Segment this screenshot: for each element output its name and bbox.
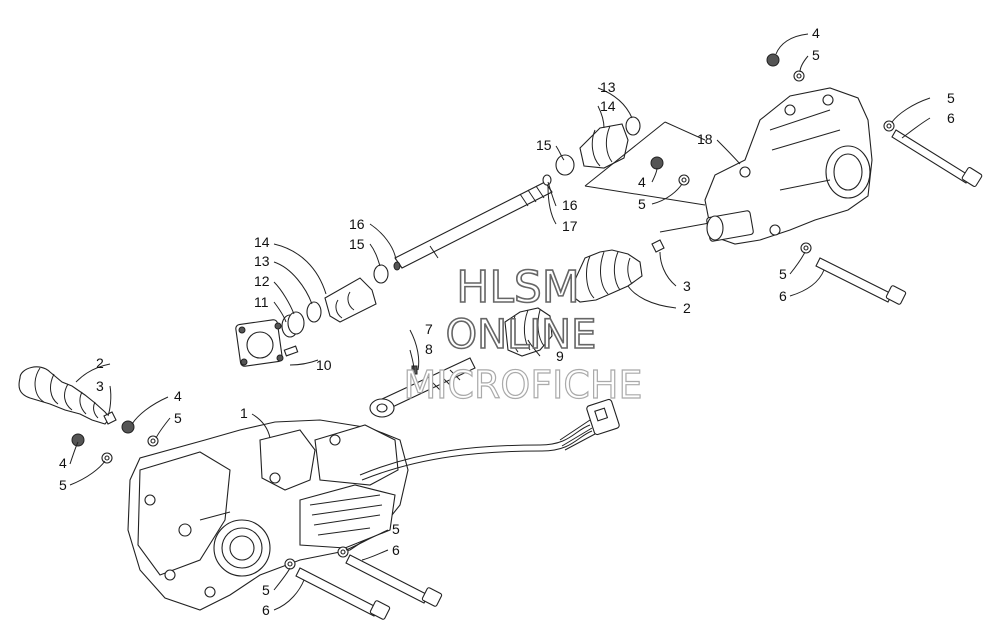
callout-13-left: 13: [254, 253, 270, 269]
right-cv-assembly: [542, 116, 641, 186]
rear-gear-case: [584, 87, 873, 245]
callout-12: 12: [254, 273, 270, 289]
wire-harness: [359, 398, 620, 481]
callout-2-right: 2: [683, 300, 691, 316]
callout-17: 17: [562, 218, 578, 234]
callout-3-right: 3: [683, 278, 691, 294]
nuts-and-washers: [71, 53, 895, 570]
right-cv-boot: [571, 249, 643, 303]
callout-5-left-upper: 5: [174, 410, 182, 426]
callout-4-left-lower: 4: [59, 455, 67, 471]
left-cv-assembly: [235, 261, 401, 367]
callout-7: 7: [425, 321, 433, 337]
callout-14-left: 14: [254, 234, 270, 250]
callout-6-bottom: 6: [262, 602, 270, 618]
watermark: HLSM ONLINE MICROFICHE: [403, 261, 643, 407]
callout-5-top-right: 5: [947, 90, 955, 106]
callout-15-right: 15: [536, 137, 552, 153]
callout-16-right: 16: [562, 197, 578, 213]
callout-4-top: 4: [812, 25, 820, 41]
watermark-line-1: HLSM: [456, 262, 580, 313]
callout-labels: 1 2 3 4 5 4 5 10 7 8 9 14 13 12 11 16 15…: [59, 25, 955, 618]
axle-shaft: [394, 181, 716, 269]
watermark-line-2: ONLINE: [446, 312, 597, 358]
callout-5-left-lower: 5: [59, 477, 67, 493]
callout-6-right: 6: [779, 288, 787, 304]
callout-2-left: 2: [96, 355, 104, 371]
leader-lines: [69, 33, 931, 611]
callout-16-left: 16: [349, 216, 365, 232]
callout-4-mid: 4: [638, 174, 646, 190]
pinion-shaft: [369, 357, 476, 418]
callout-6-bottom-right: 6: [392, 542, 400, 558]
callout-15-left: 15: [349, 236, 365, 252]
callout-11: 11: [254, 294, 269, 310]
callout-6-top-right: 6: [947, 110, 955, 126]
callout-18: 18: [697, 131, 713, 147]
bolts: [295, 129, 983, 620]
callout-8: 8: [425, 341, 433, 357]
callout-13-right: 13: [600, 79, 616, 95]
callout-14-right: 14: [600, 98, 616, 114]
watermark-line-3: MICROFICHE: [403, 363, 642, 407]
callout-5-right: 5: [779, 266, 787, 282]
callout-5-bottom-right: 5: [392, 521, 400, 537]
callout-10: 10: [316, 357, 332, 373]
differential-housing: [127, 419, 409, 611]
callout-4-left-upper: 4: [174, 388, 182, 404]
callout-9: 9: [556, 348, 564, 364]
callout-5-bottom: 5: [262, 582, 270, 598]
center-boot: [504, 307, 553, 357]
callout-5-top: 5: [812, 47, 820, 63]
left-cv-boot: [18, 366, 111, 425]
callout-3-left: 3: [96, 378, 104, 394]
callout-5-mid: 5: [638, 196, 646, 212]
callout-1: 1: [240, 405, 248, 421]
